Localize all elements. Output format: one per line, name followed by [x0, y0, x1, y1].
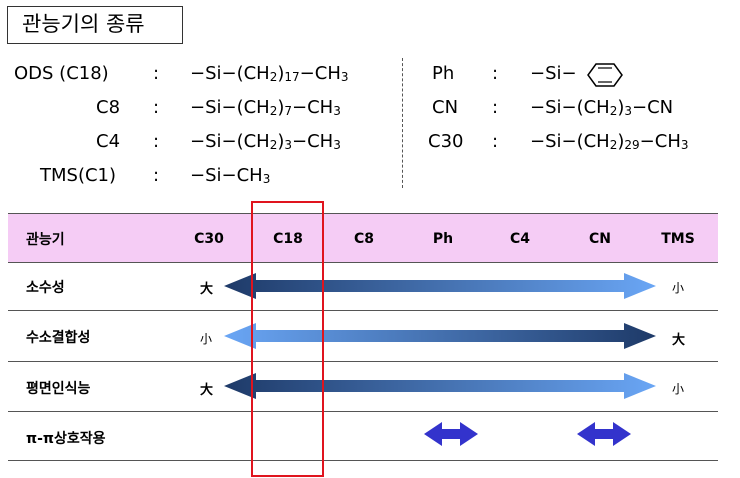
row-divider	[8, 310, 718, 311]
column-header-c18: C18	[273, 231, 303, 247]
formula-name: C30	[428, 131, 464, 152]
row2-right-label: 小	[672, 382, 685, 396]
formula-structure: −Si−(CH2)3−CH3	[190, 131, 341, 152]
formula-colon: :	[492, 63, 499, 84]
formula-structure: −Si−CH3	[190, 165, 271, 186]
formula-name: TMS(C1)	[40, 165, 117, 186]
formula-colon: :	[153, 63, 160, 84]
formula-colon: :	[153, 131, 160, 152]
formula-row-ods: ODS (C18) : −Si−(CH2)17−CH3	[0, 63, 400, 87]
formula-row-ph: Ph : −Si−	[410, 63, 730, 87]
section-title: 관능기의 종류	[7, 6, 183, 44]
formula-name: ODS (C18)	[14, 63, 109, 84]
column-header-cn: CN	[589, 231, 611, 247]
row-divider	[8, 460, 718, 461]
formula-row-tms: TMS(C1) : −Si−CH3	[0, 165, 400, 189]
pi-pi-double-arrow-ph	[424, 422, 478, 446]
column-header-c30: C30	[194, 231, 224, 247]
row0-left-label: 大	[200, 282, 214, 297]
column-header-ph: Ph	[432, 231, 454, 247]
row-label-planar-recognition: 평면인식능	[26, 381, 91, 397]
hydrogen-bonding-arrow	[224, 323, 656, 349]
table-header-row	[8, 213, 718, 263]
pi-pi-double-arrow-cn	[577, 422, 631, 446]
formula-colon: :	[492, 97, 499, 118]
column-header-tms: TMS	[661, 231, 695, 247]
formula-colon: :	[153, 165, 160, 186]
formula-row-c30: C30 : −Si−(CH2)29−CH3	[410, 131, 730, 155]
formula-row-c4: C4 : −Si−(CH2)3−CH3	[0, 131, 400, 155]
row-label-hydrophobicity: 소수성	[26, 280, 65, 296]
row0-right-label: 小	[672, 281, 685, 295]
row1-right-label: 大	[672, 333, 686, 348]
planar-recognition-arrow	[224, 373, 656, 399]
row-label-pi-pi-interaction: π-π상호작용	[26, 431, 106, 447]
formula-structure: −Si−(CH2)7−CH3	[190, 97, 341, 118]
column-header-c4: C4	[509, 231, 531, 247]
formula-row-cn: CN : −Si−(CH2)3−CN	[410, 97, 730, 121]
formula-colon: :	[492, 131, 499, 152]
formula-name: CN	[432, 97, 459, 118]
formula-row-c8: C8 : −Si−(CH2)7−CH3	[0, 97, 400, 121]
row-divider	[8, 361, 718, 362]
formula-structure: −Si−(CH2)17−CH3	[190, 63, 349, 84]
c18-column-highlight	[251, 201, 324, 477]
formula-name: C8	[96, 97, 121, 118]
formula-name: C4	[96, 131, 121, 152]
formula-structure: −Si−(CH2)29−CH3	[530, 131, 689, 152]
row-divider	[8, 411, 718, 412]
formula-structure: −Si−(CH2)3−CN	[530, 97, 674, 118]
formula-colon: :	[153, 97, 160, 118]
formula-structure: −Si−	[530, 63, 577, 84]
row-label-hydrogen-bonding: 수소결합성	[26, 330, 91, 346]
benzene-ring-icon	[587, 63, 623, 87]
row2-left-label: 大	[200, 383, 214, 398]
formula-divider	[402, 58, 403, 188]
header-label: 관능기	[26, 232, 65, 248]
row1-left-label: 小	[200, 332, 213, 346]
hydrophobicity-arrow	[224, 273, 656, 299]
formula-name: Ph	[432, 63, 455, 84]
column-header-c8: C8	[353, 231, 375, 247]
